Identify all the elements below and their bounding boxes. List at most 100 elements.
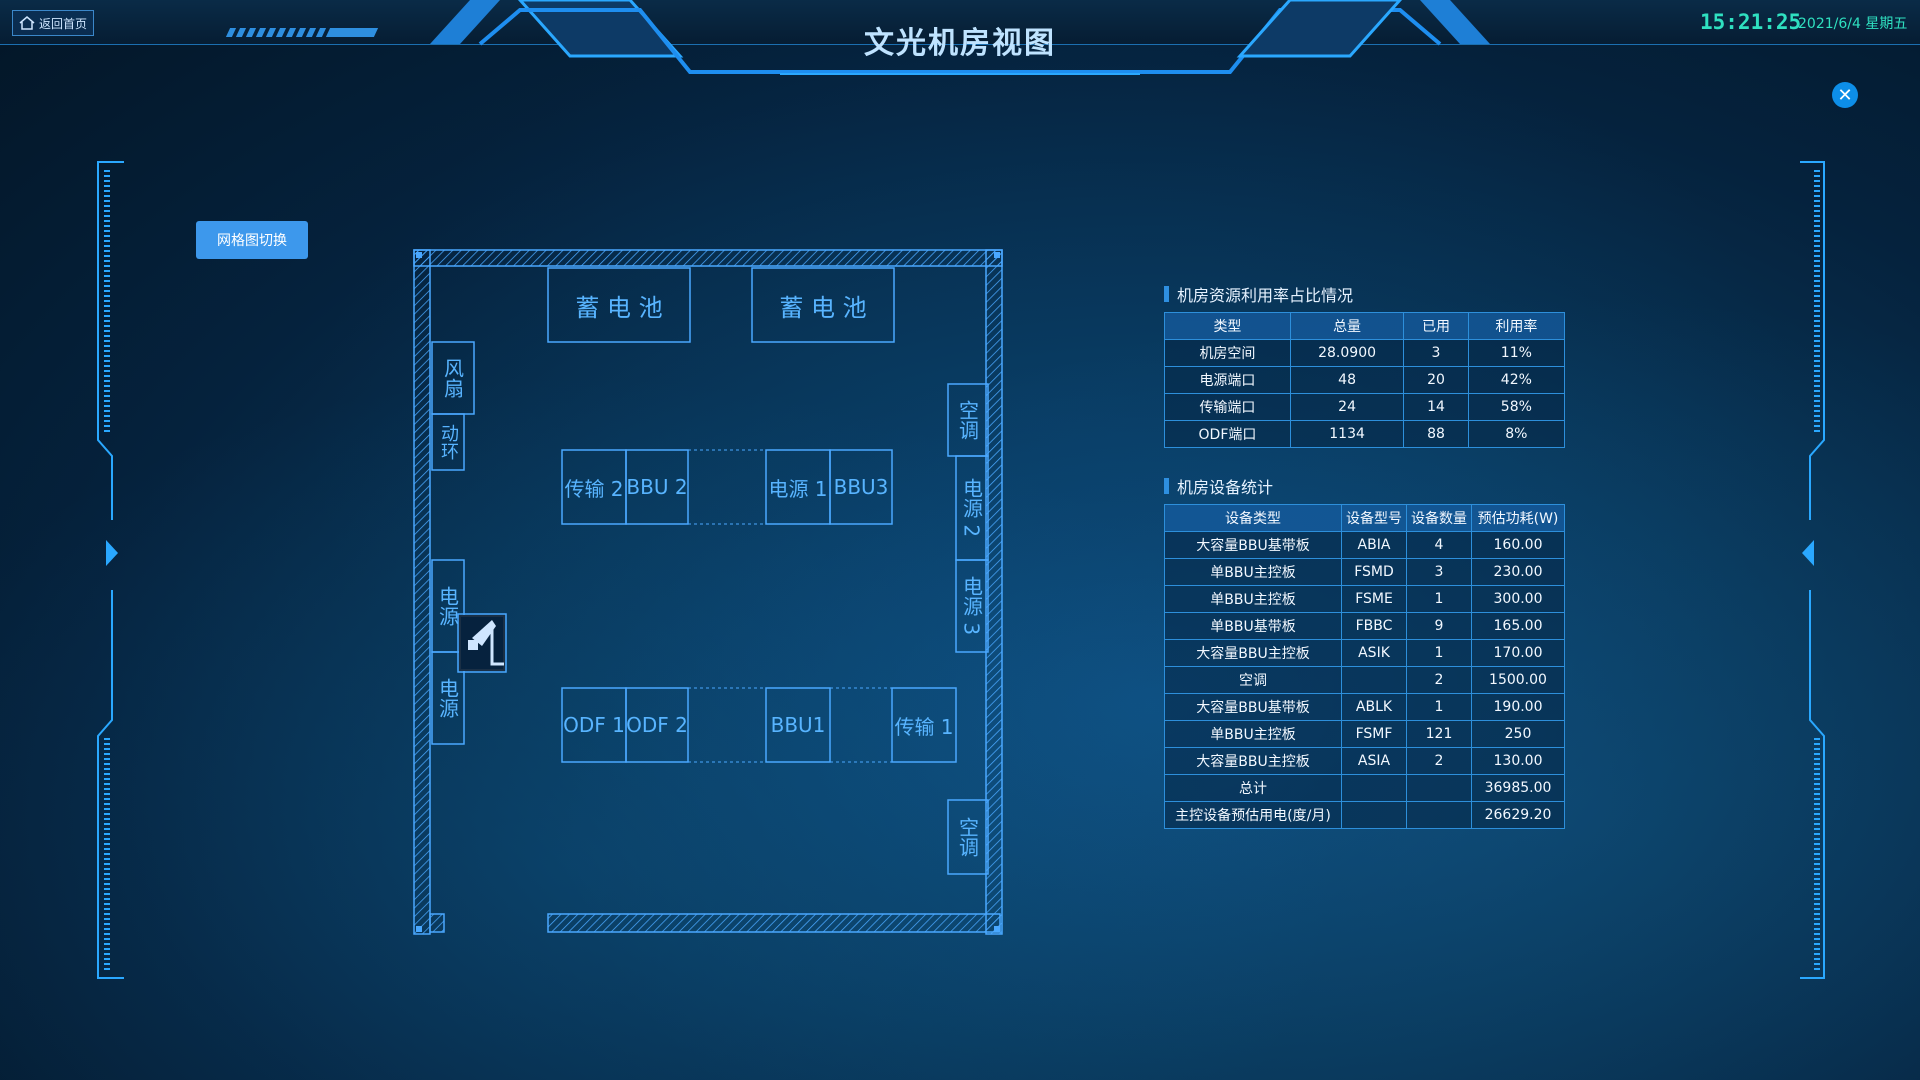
header-bar — [0, 0, 1920, 45]
table-row: 主控设备预估用电(度/月) 26629.20 — [1164, 801, 1565, 829]
table-cell: 1500.00 — [1471, 666, 1565, 694]
power-left-2-label[interactable]: 电源 — [435, 678, 460, 718]
equipment-header-row: 设备类型 设备型号 设备数量 预估功耗(W) — [1164, 504, 1565, 532]
fan-label[interactable]: 风扇 — [440, 358, 465, 398]
power-left-1-label[interactable]: 电源 — [435, 586, 460, 626]
table-cell: 190.00 — [1471, 693, 1565, 721]
table-cell: 121 — [1406, 720, 1472, 748]
table-cell: 传输端口 — [1164, 393, 1291, 421]
table-cell: 1 — [1406, 693, 1472, 721]
bbu-1-label[interactable]: BBU1 — [770, 713, 826, 737]
utilization-col-type: 类型 — [1164, 312, 1291, 340]
table-cell: 9 — [1406, 612, 1472, 640]
close-button[interactable]: ✕ — [1832, 82, 1858, 108]
equipment-col-power: 预估功耗(W) — [1471, 504, 1565, 532]
utilization-header-row: 类型 总量 已用 利用率 — [1164, 312, 1566, 340]
table-cell: 8% — [1467, 420, 1566, 448]
table-cell: 单BBU主控板 — [1164, 558, 1342, 586]
table-cell: 11% — [1467, 339, 1566, 367]
grid-switch-button[interactable]: 网格图切换 — [196, 221, 308, 259]
table-cell — [1341, 666, 1407, 694]
clock-date: 2021/6/4 星期五 — [1798, 16, 1908, 32]
page-title: 文光机房视图 — [864, 26, 1056, 61]
table-cell: FSME — [1341, 585, 1407, 613]
power-1-label[interactable]: 电源 1 — [768, 476, 828, 501]
table-cell: 230.00 — [1471, 558, 1565, 586]
power-2-label[interactable]: 电源 2 — [959, 478, 984, 538]
battery-2-label[interactable]: 蓄 电 池 — [779, 293, 867, 322]
right-frame — [1794, 160, 1825, 980]
table-cell: 2 — [1406, 747, 1472, 775]
battery-1-label[interactable]: 蓄 电 池 — [575, 293, 663, 322]
utilization-col-rate: 利用率 — [1467, 312, 1566, 340]
table-cell: 大容量BBU主控板 — [1164, 747, 1342, 775]
table-cell: 14 — [1403, 393, 1469, 421]
table-cell: 主控设备预估用电(度/月) — [1164, 801, 1342, 829]
table-cell: 2 — [1406, 666, 1472, 694]
ac-bottom-label[interactable]: 空调 — [955, 817, 980, 857]
close-icon: ✕ — [1837, 84, 1853, 106]
table-row: 总计 36985.00 — [1164, 774, 1565, 802]
bbu-2-label[interactable]: BBU 2 — [626, 475, 688, 499]
floor-plan-walls — [413, 249, 1003, 935]
table-cell: FBBC — [1341, 612, 1407, 640]
table-cell: 48 — [1289, 366, 1405, 394]
table-cell: 大容量BBU基带板 — [1164, 693, 1342, 721]
equipment-col-model: 设备型号 — [1341, 504, 1407, 532]
table-cell: 4 — [1406, 531, 1472, 559]
camera-icon — [459, 615, 505, 671]
table-cell — [1406, 774, 1472, 802]
table-cell: 总计 — [1164, 774, 1342, 802]
table-cell: 42% — [1467, 366, 1566, 394]
equipment-col-type: 设备类型 — [1164, 504, 1342, 532]
left-frame — [96, 160, 126, 980]
utilization-title-text: 机房资源利用率占比情况 — [1177, 286, 1354, 305]
table-cell: 单BBU基带板 — [1164, 612, 1342, 640]
floor-plan: 蓄 电 池 蓄 电 池 风扇 动环 电源 电源 空调 电源 2 电源 3 空调 … — [412, 248, 1004, 936]
table-cell: 单BBU主控板 — [1164, 720, 1342, 748]
header-decoration — [430, 0, 1490, 75]
equipment-title-text: 机房设备统计 — [1177, 478, 1274, 497]
utilization-col-used: 已用 — [1403, 312, 1469, 340]
table-cell: 24 — [1289, 393, 1405, 421]
home-icon — [19, 16, 35, 30]
table-cell: 单BBU主控板 — [1164, 585, 1342, 613]
table-cell: 1 — [1406, 585, 1472, 613]
table-cell: 250 — [1471, 720, 1565, 748]
power-3-label[interactable]: 电源 3 — [959, 576, 984, 636]
transmission-1-label[interactable]: 传输 1 — [894, 714, 954, 739]
table-cell: ABLK — [1341, 693, 1407, 721]
equipment-col-count: 设备数量 — [1406, 504, 1472, 532]
back-home-button[interactable]: 返回首页 — [12, 10, 94, 36]
table-cell: 电源端口 — [1164, 366, 1291, 394]
table-cell: 58% — [1467, 393, 1566, 421]
env-monitor-label[interactable]: 动环 — [438, 424, 459, 460]
table-cell: 36985.00 — [1471, 774, 1565, 802]
table-cell — [1341, 774, 1407, 802]
table-cell — [1341, 801, 1407, 829]
table-cell: 20 — [1403, 366, 1469, 394]
table-cell: 机房空间 — [1164, 339, 1291, 367]
table-cell: 3 — [1403, 339, 1469, 367]
transmission-2-label[interactable]: 传输 2 — [564, 476, 624, 501]
equipment-section-title: 机房设备统计 — [1164, 474, 1273, 498]
table-cell: 26629.20 — [1471, 801, 1565, 829]
odf-1-label[interactable]: ODF 1 — [563, 713, 625, 737]
table-cell: ASIK — [1341, 639, 1407, 667]
table-cell: FSMF — [1341, 720, 1407, 748]
odf-2-label[interactable]: ODF 2 — [626, 713, 688, 737]
table-cell: 160.00 — [1471, 531, 1565, 559]
table-cell: 300.00 — [1471, 585, 1565, 613]
bbu-3-label[interactable]: BBU3 — [833, 475, 889, 499]
table-cell: 1 — [1406, 639, 1472, 667]
ac-top-label[interactable]: 空调 — [955, 400, 980, 440]
table-cell: 大容量BBU主控板 — [1164, 639, 1342, 667]
